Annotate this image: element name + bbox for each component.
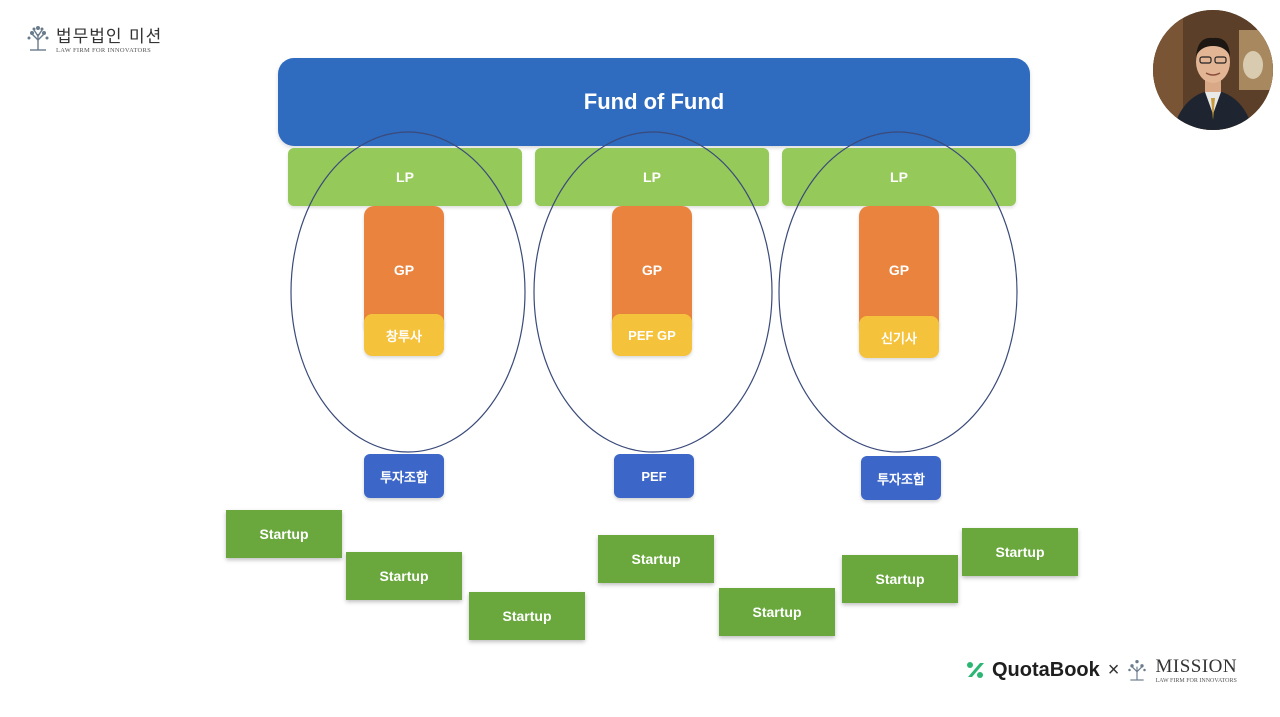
footer-logos: QuotaBook × MISSION LAW FIRM FOR INNOVAT… xyxy=(966,656,1237,684)
collab-separator: × xyxy=(1107,658,1120,681)
presenter-webcam xyxy=(1153,10,1273,130)
startup-box-6: Startup xyxy=(842,555,958,603)
gp-type-box-1: 창투사 xyxy=(364,314,444,356)
quotabook-wordmark: QuotaBook xyxy=(992,658,1100,681)
logo-korean-name: 법무법인 미션 xyxy=(56,27,163,47)
lp-box-1: LP xyxy=(288,148,522,206)
startup-box-1: Startup xyxy=(226,510,342,558)
startup-box-4: Startup xyxy=(598,535,714,583)
startup-box-7: Startup xyxy=(962,528,1078,576)
mission-tree-icon xyxy=(1128,660,1147,681)
mission-wordmark: MISSION xyxy=(1155,656,1238,677)
startup-box-5: Startup xyxy=(719,588,835,636)
mission-tagline: LAW FIRM FOR INNOVATORS xyxy=(1155,678,1237,684)
startup-box-3: Startup xyxy=(469,592,585,640)
presenter-video-icon xyxy=(1153,10,1273,130)
gp-box-3: GP xyxy=(859,206,939,334)
tree-logo-icon xyxy=(27,26,49,51)
logo-tagline: LAW FIRM FOR INNOVATORS xyxy=(56,47,152,54)
mission-logo: 법무법인 미션 LAW FIRM FOR INNOVATORS xyxy=(26,22,162,54)
lp-box-2: LP xyxy=(535,148,769,206)
quotabook-logo-icon xyxy=(967,662,984,678)
vehicle-box-3: 투자조합 xyxy=(861,456,941,500)
fund-of-fund-box: Fund of Fund xyxy=(278,58,1030,146)
vehicle-box-1: 투자조합 xyxy=(364,454,444,498)
gp-type-box-2: PEF GP xyxy=(612,314,692,356)
startup-box-2: Startup xyxy=(346,552,462,600)
lp-box-3: LP xyxy=(782,148,1016,206)
vehicle-box-2: PEF xyxy=(614,454,694,498)
gp-type-box-3: 신기사 xyxy=(859,316,939,358)
